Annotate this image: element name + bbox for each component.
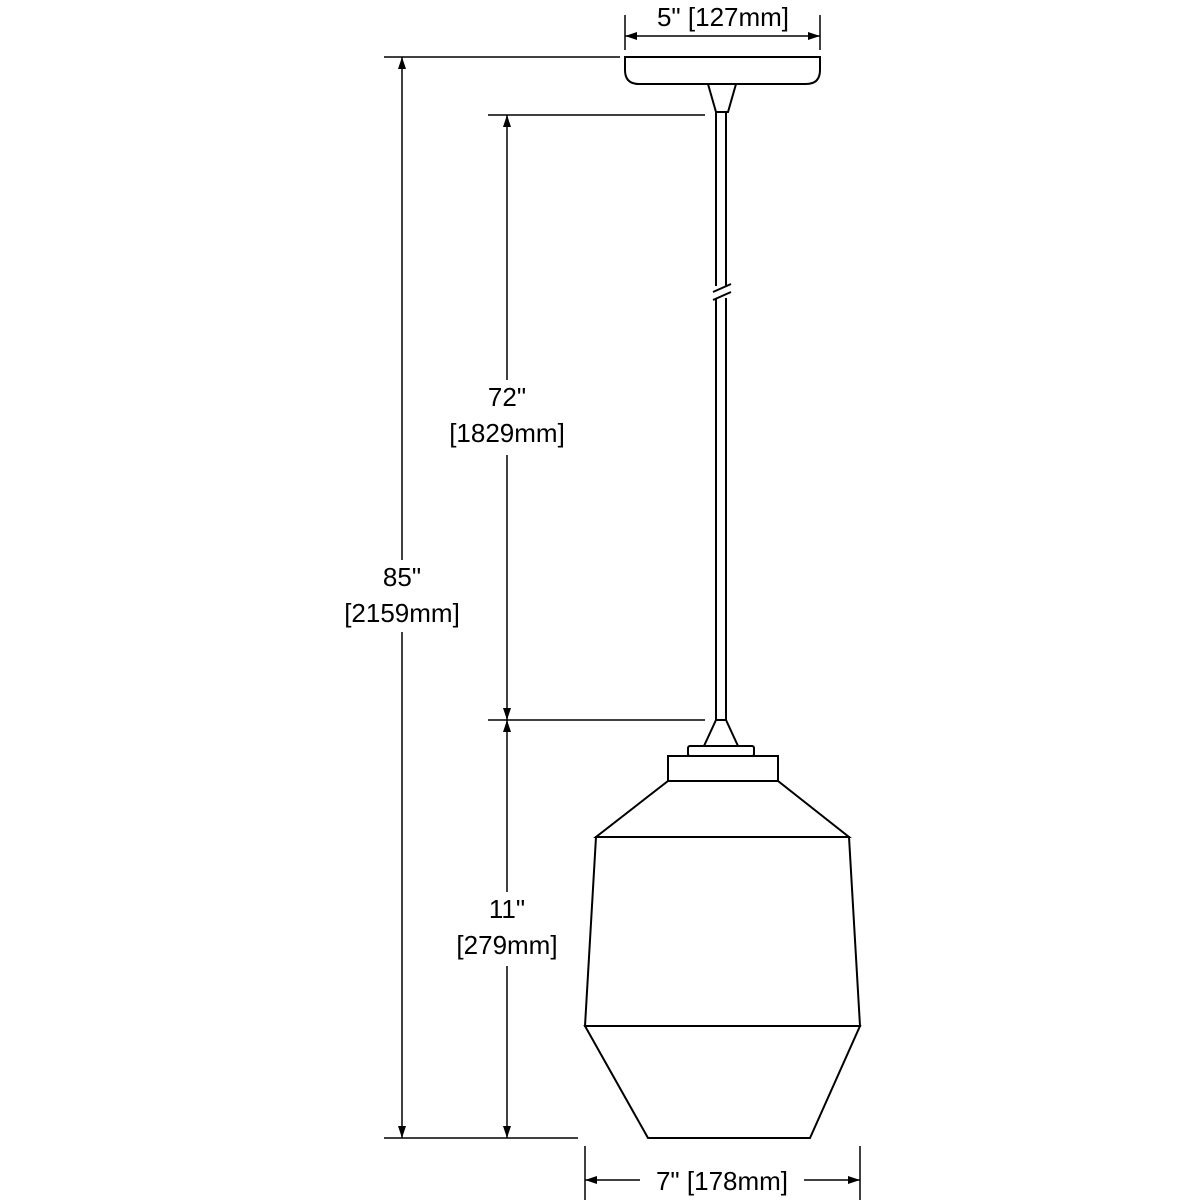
shade-bottom [583, 1025, 862, 1139]
shade-height-mm: [279mm] [456, 930, 557, 960]
shade-width-dimension: 7" [178mm] [584, 1146, 861, 1200]
shade-height-inches: 11" [489, 894, 525, 924]
canopy-width-label: 5" [127mm] [657, 2, 789, 32]
cord [712, 112, 732, 720]
overall-height-mm: [2159mm] [344, 598, 460, 628]
shade-shoulder [593, 780, 852, 838]
cord-length-dimension: 72" [1829mm] [449, 114, 705, 721]
overall-height-dimension: 85" [2159mm] [344, 57, 460, 1138]
fitter-cap [667, 755, 779, 782]
cord-length-mm: [1829mm] [449, 418, 565, 448]
overall-height-inches: 85" [383, 562, 421, 592]
canopy-strain-relief [706, 83, 738, 113]
socket-strain-relief [702, 719, 740, 747]
shade-width-label: 7" [178mm] [656, 1166, 788, 1196]
canopy [624, 56, 821, 85]
cord-length-inches: 72" [488, 382, 526, 412]
canopy-width-dimension: 5" [127mm] [624, 2, 821, 50]
shade-height-dimension: 11" [279mm] [384, 720, 578, 1139]
shade-assembly [583, 719, 862, 1139]
socket-ring [687, 745, 755, 757]
shade-body [583, 836, 862, 1027]
